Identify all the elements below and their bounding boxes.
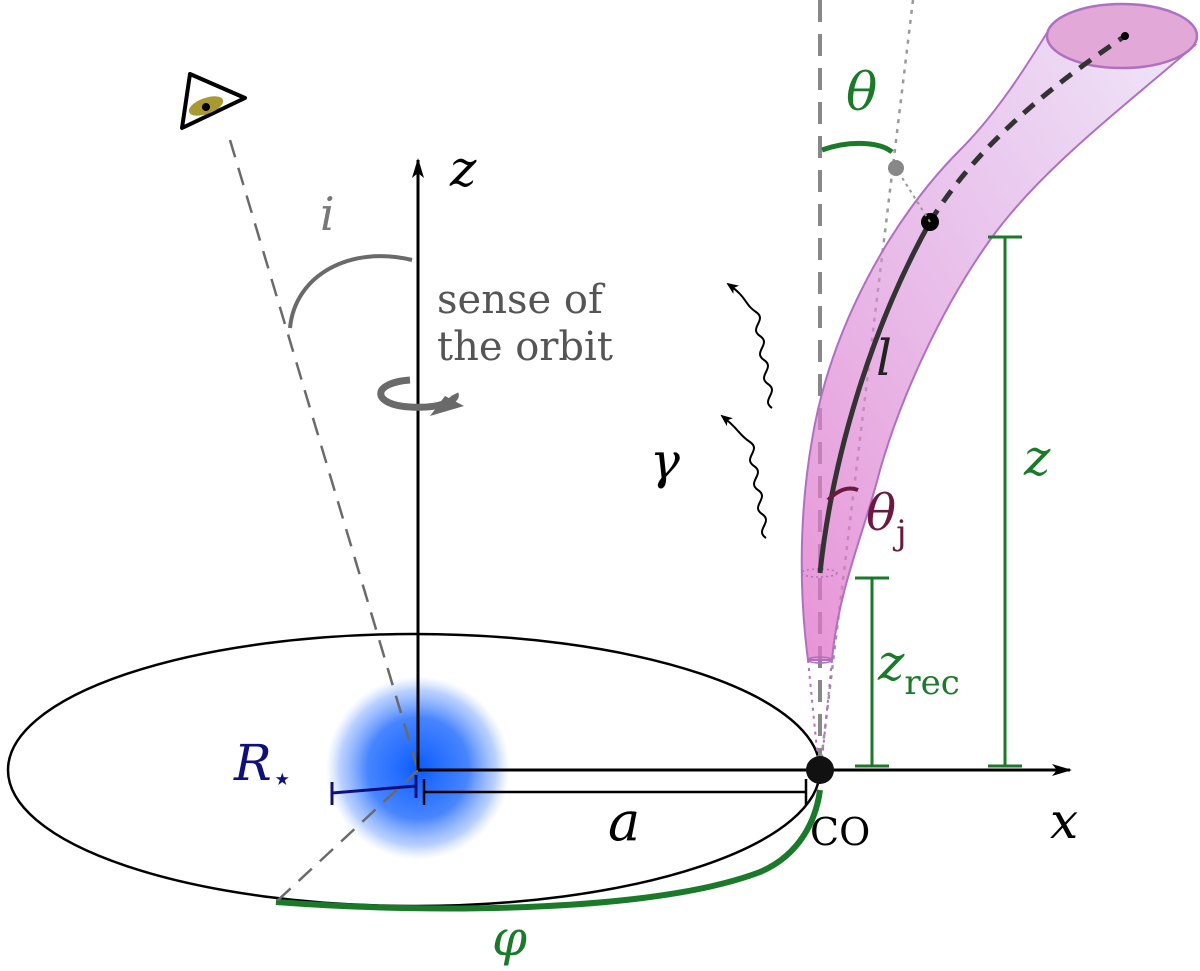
label-orbit-sense-line1: sense of [437,277,606,323]
label-x-axis: x [1050,792,1078,850]
label-separation: a [608,790,640,853]
label-jet-angle-theta: θ [846,63,877,123]
observer-eye-icon [180,72,247,130]
label-jet-half-angle: θj [866,484,907,553]
orbit-direction-arrowhead [430,396,464,416]
compact-object [806,756,834,784]
jet-head-point [1121,32,1129,40]
jet-axis-solid [817,220,933,574]
label-stellar-radius: R⋆ [233,734,293,799]
inclination-arc [288,254,413,329]
label-jet-length: l [876,329,892,387]
label-orbit-sense-line2: the orbit [437,324,613,370]
gamma-ray-arrow-lower [720,414,767,539]
label-z-axis: z [449,140,477,198]
orbital-phase-arc [275,789,823,912]
gamma-ray-arrow-upper [726,282,773,409]
label-inclination: i [320,187,335,241]
jet-axis-dashed [927,33,1127,224]
label-orbital-phase: φ [492,909,527,967]
label-recollimation-height: zrec [877,634,960,703]
theta-arc [821,140,894,155]
jet-half-angle-arc [826,486,859,502]
stellar-radius-bar [331,784,417,795]
jet-base-cross-section [807,656,833,664]
label-gamma: γ [650,432,680,490]
line-of-sight [228,139,420,771]
line-of-sight-extension [275,769,419,903]
label-height-z: z [1023,429,1051,487]
jet-base-cone [807,659,833,761]
label-compact-object: CO [810,810,870,854]
projected-point [888,160,904,176]
